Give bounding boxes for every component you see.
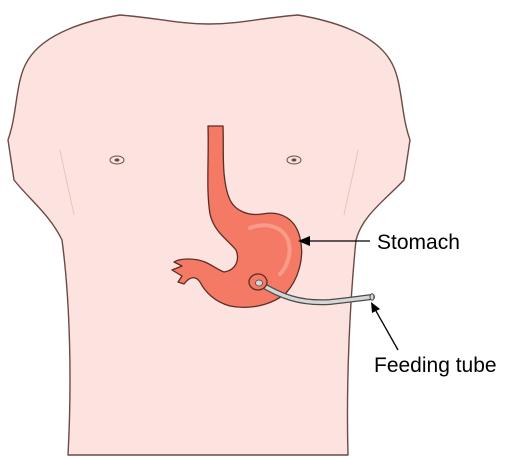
torso-outline: [8, 15, 410, 455]
feeding-tube-leader-line: [376, 311, 398, 350]
feeding-tube-end: [370, 294, 374, 300]
stomach-label: Stomach: [377, 232, 460, 253]
feeding-tube-label: Feeding tube: [374, 355, 497, 376]
feeding-tube-port-inner: [256, 280, 263, 286]
